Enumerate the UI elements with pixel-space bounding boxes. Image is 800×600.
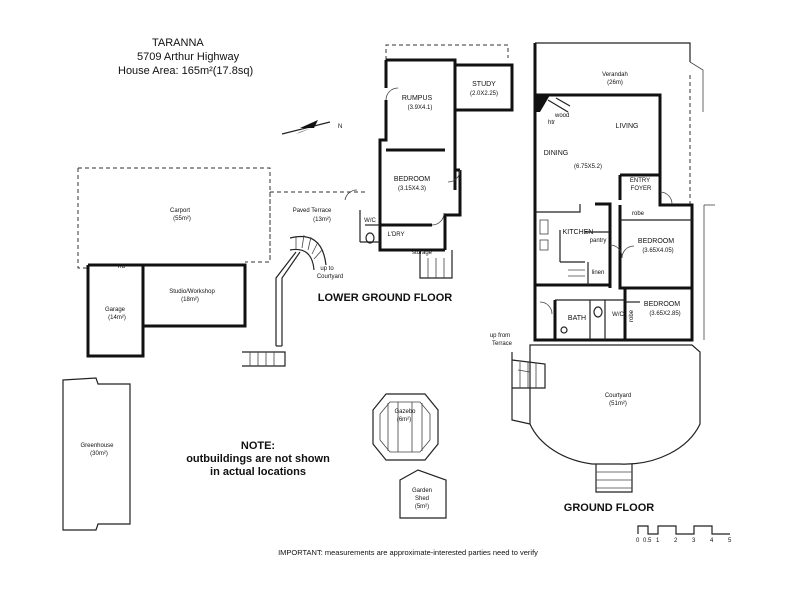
verandah-area: (26m) — [607, 80, 623, 86]
rumpus-label: RUMPUS — [402, 95, 433, 102]
scale-tick-3: 3 — [692, 538, 696, 544]
studio-area: (18m²) — [181, 297, 199, 303]
carport-area: (55m²) — [173, 216, 191, 222]
north-arrow-icon: N — [281, 120, 342, 135]
scale-tick-5: 5 — [728, 538, 732, 544]
greenhouse-label: Greenhouse — [80, 443, 114, 449]
up-from-terrace-line1: up from — [490, 333, 510, 339]
lower-bedroom-label: BEDROOM — [394, 176, 430, 183]
property-address: 5709 Arthur Highway — [137, 51, 240, 63]
gazebo-area: (6m²) — [397, 417, 411, 423]
ground-floor-label: GROUND FLOOR — [564, 502, 654, 514]
linen-label: linen — [592, 270, 605, 276]
living-label: LIVING — [616, 123, 639, 130]
garage-area: (14m²) — [108, 315, 126, 321]
outbuildings — [62, 167, 447, 531]
paved-terrace-label: Paved Terrace — [293, 208, 332, 214]
robe-label-2: robe — [629, 309, 635, 322]
dining-dims: (6.75X5.2) — [574, 164, 602, 170]
lower-wc-label: W/C — [364, 218, 376, 224]
up-from-terrace-line2: Terrace — [492, 341, 513, 347]
greenhouse-area: (30m²) — [90, 451, 108, 457]
dining-label: DINING — [544, 150, 569, 157]
study-label: STUDY — [472, 81, 496, 88]
up-to-courtyard-line1: up to — [320, 266, 334, 272]
ground-bedroom2-label: BEDROOM — [644, 301, 680, 308]
scale-tick-2: 2 — [674, 538, 678, 544]
note-line1: outbuildings are not shown — [186, 453, 330, 465]
kitchen-label: KITCHEN — [563, 229, 594, 236]
garage-label: Garage — [105, 307, 126, 313]
ground-floor-plan — [511, 42, 715, 493]
up-to-courtyard-line2: Courtyard — [317, 274, 343, 280]
property-name: TARANNA — [152, 37, 204, 49]
entry-line2: FOYER — [631, 186, 652, 192]
note-line2: in actual locations — [210, 466, 306, 478]
study-dims: (2.0X2.25) — [470, 91, 498, 97]
carport-label: Carport — [170, 208, 190, 214]
pantry-label: pantry — [590, 238, 607, 244]
scale-tick-0-5: 0.5 — [643, 538, 652, 544]
ground-bedroom1-label: BEDROOM — [638, 238, 674, 245]
courtyard-area: (51m²) — [609, 401, 627, 407]
note-title: NOTE: — [241, 440, 275, 452]
disclaimer: IMPORTANT: measurements are approximate-… — [278, 548, 538, 557]
wood-heater-line2: htr — [548, 120, 555, 126]
ground-bedroom1-dims: (3.65X4.05) — [642, 248, 673, 254]
wood-heater-line1: wood — [554, 113, 569, 119]
lower-ground-floor-label: LOWER GROUND FLOOR — [318, 292, 452, 304]
house-area: House Area: 165m²(17.8sq) — [118, 65, 253, 77]
ground-bedroom2-dims: (3.65X2.85) — [649, 311, 680, 317]
roller-door-label: r/d — [118, 264, 125, 270]
scale-tick-0: 0 — [636, 538, 640, 544]
north-label: N — [338, 124, 342, 130]
garden-shed-line1: Garden — [412, 488, 432, 494]
paved-terrace-area: (13m²) — [313, 217, 331, 223]
garden-shed-line2: Shed — [415, 496, 429, 502]
storage-label: storage — [412, 250, 433, 256]
laundry-label: L'DRY — [387, 232, 404, 238]
lower-bedroom-dims: (3.15X4.3) — [398, 186, 426, 192]
bath-label: BATH — [568, 315, 586, 322]
gazebo-label: Gazebo — [394, 409, 416, 415]
studio-label: Studio/Workshop — [169, 289, 215, 295]
scale-tick-4: 4 — [710, 538, 714, 544]
robe-label-1: robe — [632, 211, 645, 217]
entry-line1: ENTRY — [630, 178, 650, 184]
rumpus-dims: (3.9X4.1) — [408, 105, 433, 111]
garden-shed-area: (5m²) — [415, 504, 429, 510]
lower-ground-floor-plan — [242, 44, 514, 367]
scale-tick-1: 1 — [656, 538, 660, 544]
verandah-label: Verandah — [602, 72, 628, 78]
ground-wc-label: W/C — [612, 312, 624, 318]
courtyard-label: Courtyard — [605, 393, 631, 399]
scale-bar — [637, 525, 730, 535]
